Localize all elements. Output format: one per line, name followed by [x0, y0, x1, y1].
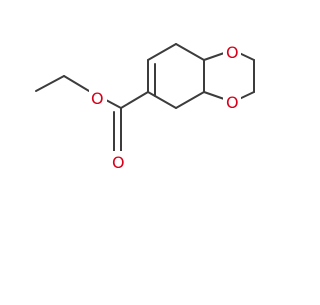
atom-ester-carbonyl-oxygen: O: [112, 153, 125, 172]
bond-ch2-o: [63, 75, 90, 92]
atom-ester-ether-oxygen: O: [91, 89, 104, 108]
molecule-structure: O O O O: [35, 41, 255, 172]
atom-dioxolane-oxygen-top: O: [226, 43, 239, 62]
atom-bg-dioxolane-o-bottom: [223, 91, 241, 111]
bond-o-carbonyl: [105, 99, 122, 109]
bond-ch3-ch2: [35, 75, 65, 92]
atom-bg-ester-o: [89, 88, 107, 108]
atom-dioxolane-oxygen-bottom: O: [226, 93, 239, 112]
bond-ring-c3-c4: [175, 43, 205, 61]
atom-bg-carbonyl-o: [109, 151, 127, 171]
structure-canvas: O O O O: [35, 41, 255, 172]
atom-bg-dioxolane-o-top: [223, 41, 241, 61]
bond-ring-c2-c3: [147, 43, 177, 61]
bond-ring-c5-c6: [175, 91, 205, 109]
bond-ring-c6-c1: [147, 91, 177, 109]
bond-carbonyl-ring: [120, 91, 149, 109]
